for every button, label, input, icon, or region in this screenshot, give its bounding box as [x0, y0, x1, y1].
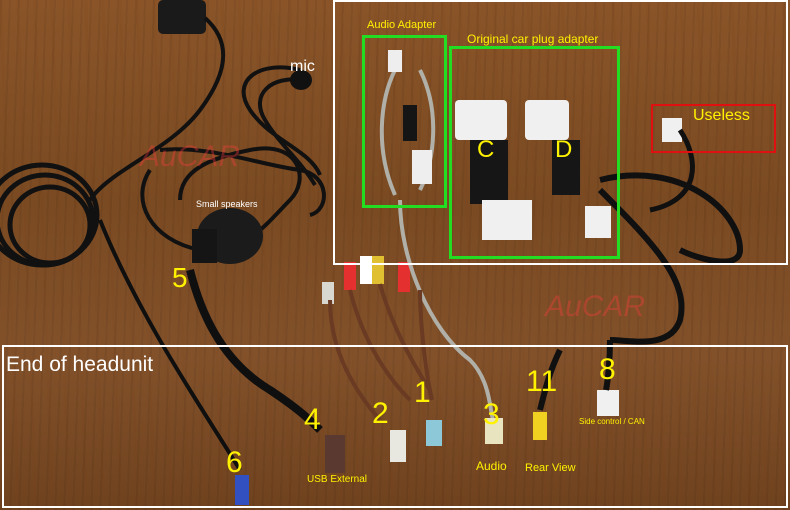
- small-speakers-label: Small speakers: [196, 199, 258, 209]
- gps-antenna: [158, 0, 206, 34]
- connector-8: [597, 390, 619, 416]
- original-plug-label: Original car plug adapter: [467, 32, 599, 46]
- eight-label: 8: [599, 353, 616, 386]
- c-label: C: [477, 136, 495, 163]
- six-label: 6: [226, 446, 243, 479]
- adapter-d-housing: [525, 100, 569, 140]
- two-label: 2: [372, 397, 389, 430]
- rca-plugs: [322, 256, 410, 304]
- usb-external-label: USB External: [307, 474, 368, 485]
- adapter-c-housing: [455, 100, 507, 140]
- d-label: D: [555, 136, 573, 163]
- connector-2: [390, 430, 406, 462]
- side-control-label: Side control / CAN: [579, 417, 645, 426]
- eleven-label: 11: [526, 365, 558, 398]
- audio-adapter-label: Audio Adapter: [367, 19, 437, 31]
- upper-white-frame: [333, 0, 788, 265]
- audio-adapter-box: [362, 35, 447, 208]
- audio-label: Audio: [476, 459, 507, 473]
- rear-view-label: Rear View: [525, 462, 576, 474]
- connector-1: [426, 420, 442, 446]
- end-of-headunit-label: End of headunit: [6, 353, 154, 376]
- connector-3: [485, 418, 503, 444]
- three-label: 3: [483, 398, 500, 431]
- original-plug-box: [449, 46, 620, 259]
- useless-label: Useless: [693, 107, 750, 124]
- coiled-cable: [0, 162, 100, 268]
- connector-4: [325, 435, 345, 473]
- mic-label: mic: [290, 58, 315, 75]
- four-label: 4: [304, 403, 321, 436]
- useless-box: [651, 104, 776, 153]
- mic-cable: [241, 65, 322, 187]
- cable-5-to-4: [186, 269, 323, 433]
- speaker-cable: [140, 146, 326, 254]
- watermark-upper: AuCAR: [140, 140, 241, 173]
- connector-11: [533, 412, 547, 440]
- gps-cable: [88, 16, 226, 202]
- connector-6: [235, 475, 249, 505]
- one-label: 1: [414, 376, 431, 409]
- lower-white-frame: [2, 345, 788, 508]
- watermark-lower: AuCAR: [545, 290, 646, 323]
- five-label: 5: [172, 262, 188, 293]
